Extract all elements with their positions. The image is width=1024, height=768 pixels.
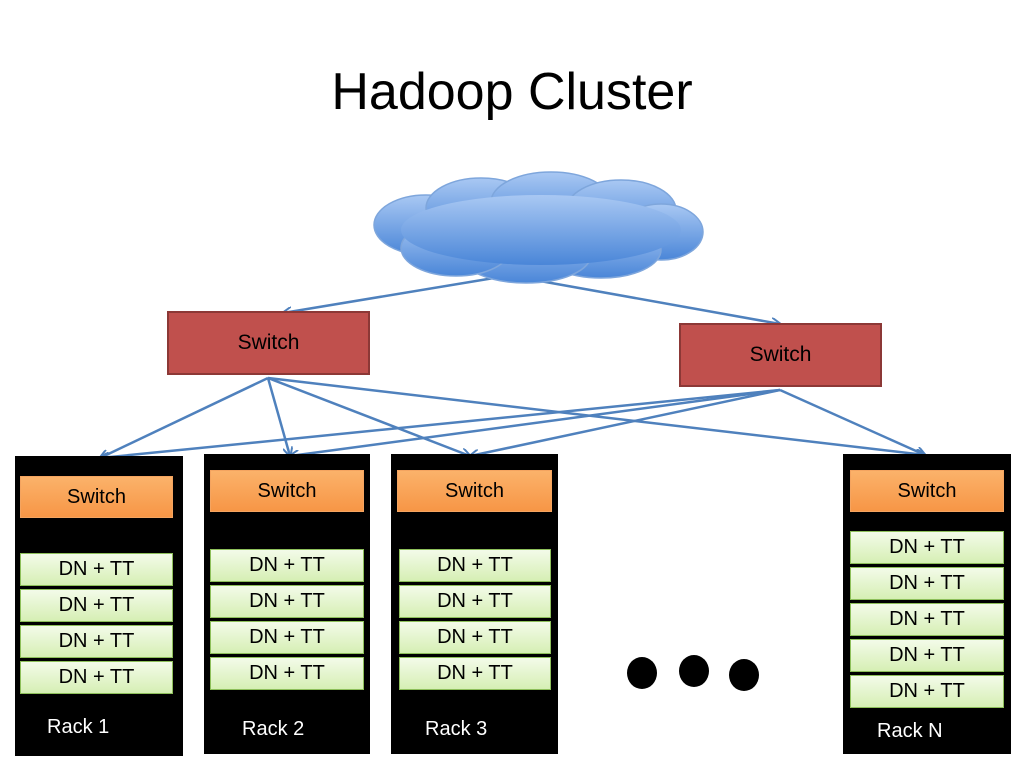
data-node: DN + TT xyxy=(210,549,364,582)
link-cloud-to-core-right xyxy=(539,279,780,324)
data-node: DN + TT xyxy=(210,621,364,654)
data-node: DN + TT xyxy=(850,567,1004,600)
data-node: DN + TT xyxy=(210,585,364,618)
data-node: DN + TT xyxy=(850,603,1004,636)
ellipsis-dot xyxy=(679,655,709,687)
link-core-left-to-rack-n xyxy=(267,376,925,455)
data-node: DN + TT xyxy=(210,657,364,690)
cloud-icon xyxy=(373,171,704,284)
rack-2: Switch DN + TT DN + TT DN + TT DN + TT R… xyxy=(204,454,370,754)
rack-label: Rack 2 xyxy=(242,718,305,740)
data-node: DN + TT xyxy=(20,589,173,622)
rack-switch: Switch xyxy=(397,470,552,512)
data-node: DN + TT xyxy=(399,585,551,618)
data-node: DN + TT xyxy=(20,553,173,586)
core-switch-left: Switch xyxy=(167,311,370,375)
link-core-right-to-rack-1 xyxy=(100,388,781,458)
data-node: DN + TT xyxy=(399,549,551,582)
data-node: DN + TT xyxy=(399,657,551,690)
data-node: DN + TT xyxy=(850,531,1004,564)
data-node: DN + TT xyxy=(850,639,1004,672)
rack-label: Rack 3 xyxy=(425,718,488,740)
rack-label: Rack 1 xyxy=(47,716,110,738)
link-core-left-to-rack-1 xyxy=(100,376,269,458)
link-core-right-to-rack-n xyxy=(779,388,925,455)
ellipsis-dot xyxy=(729,659,759,691)
link-core-right-to-rack-2 xyxy=(290,388,781,456)
data-node: DN + TT xyxy=(20,661,173,694)
link-cloud-to-core-left xyxy=(283,275,501,313)
rack-3: Switch DN + TT DN + TT DN + TT DN + TT R… xyxy=(391,454,558,754)
link-core-left-to-rack-3 xyxy=(267,376,470,456)
page-title: Hadoop Cluster xyxy=(331,63,693,121)
rack-switch: Switch xyxy=(20,476,173,518)
rack-1: Switch DN + TT DN + TT DN + TT DN + TT R… xyxy=(15,456,183,756)
ellipsis-dot xyxy=(627,657,657,689)
data-node: DN + TT xyxy=(850,675,1004,708)
rack-switch: Switch xyxy=(850,470,1004,512)
link-core-right-to-rack-3 xyxy=(470,388,781,456)
data-node: DN + TT xyxy=(20,625,173,658)
link-core-left-to-rack-2 xyxy=(266,377,290,456)
rack-switch: Switch xyxy=(210,470,364,512)
data-node: DN + TT xyxy=(399,621,551,654)
core-switch-right: Switch xyxy=(679,323,882,387)
rack-n: Switch DN + TT DN + TT DN + TT DN + TT D… xyxy=(843,454,1011,754)
rack-label: Rack N xyxy=(877,720,943,742)
